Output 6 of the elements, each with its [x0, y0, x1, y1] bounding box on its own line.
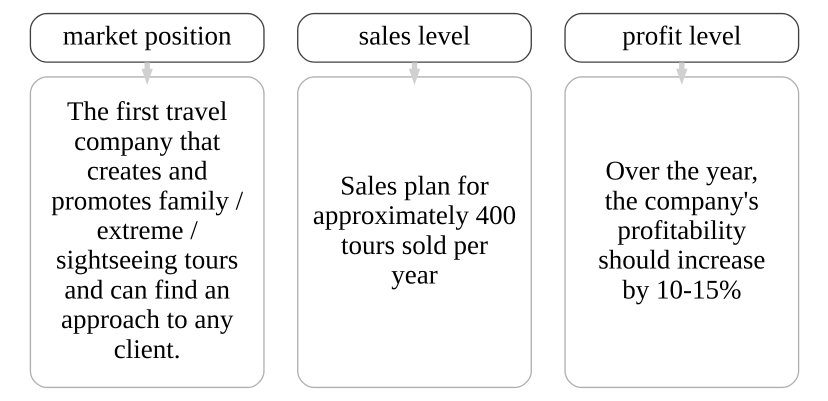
node-box: The first travel company that creates and promotes family / extreme / sightseeing tours and can find an approach to any client. — [29, 76, 264, 388]
node-box: Sales plan for approximately 400 tours sold per year — [296, 76, 532, 388]
node-box: Over the year, the company's profitability should increase by 10-15% — [564, 76, 799, 388]
node-box: profit level — [564, 12, 799, 63]
node-box: market position — [29, 12, 264, 63]
node-box: sales level — [296, 12, 532, 63]
